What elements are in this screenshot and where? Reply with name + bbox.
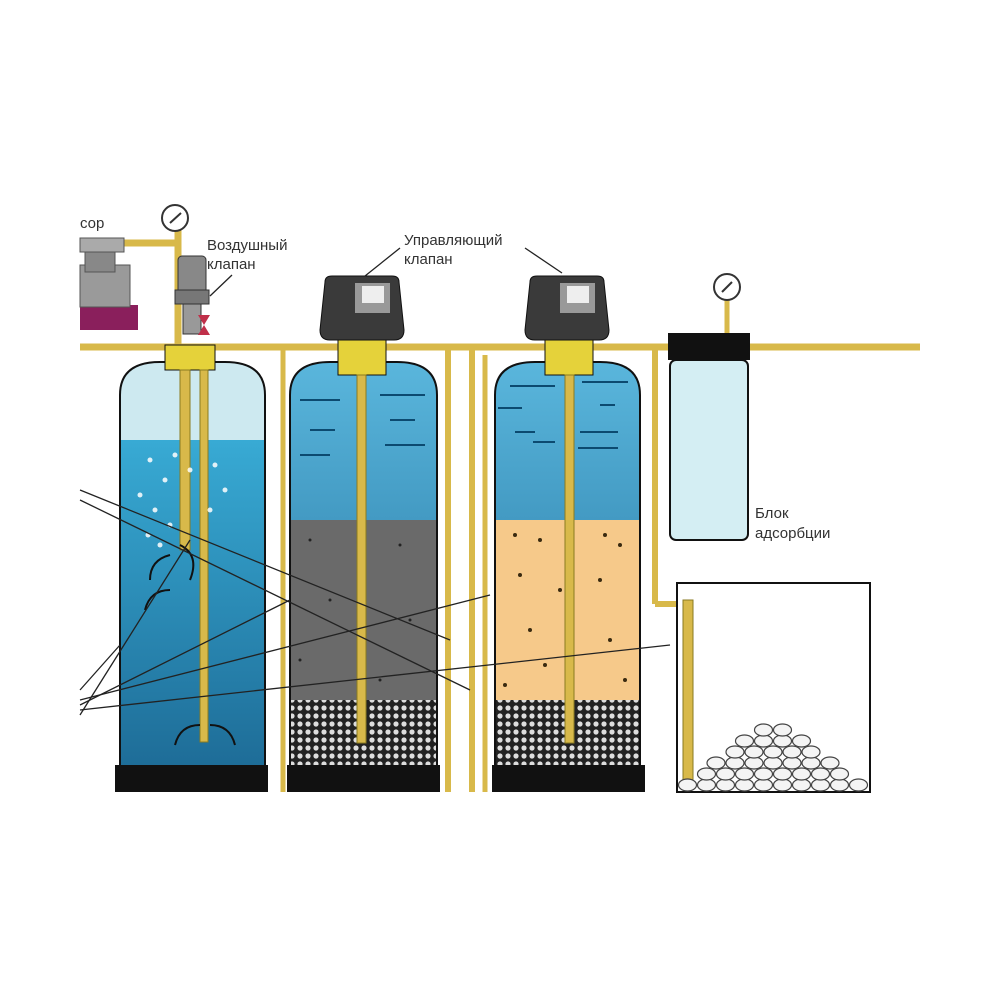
salt-pellet: [848, 778, 869, 792]
salt-pellet: [772, 778, 793, 792]
salt-pellet: [763, 745, 783, 759]
air-valve-label-line2: клапан: [207, 256, 256, 273]
salt-pellet: [829, 778, 850, 792]
salt-pellet: [810, 767, 831, 781]
brine-tank: [676, 582, 871, 793]
air-valve: [174, 255, 210, 335]
compressor-label: сор: [80, 215, 105, 232]
salt-pellet: [753, 778, 774, 792]
salt-pellet: [753, 767, 774, 781]
salt-pellet: [791, 778, 812, 792]
control-valve-head: [319, 275, 405, 341]
salt-pellet: [753, 723, 774, 737]
salt-pellet: [744, 756, 764, 770]
control-valve-label-line1: Управляющий: [404, 232, 503, 249]
salt-pellet: [696, 767, 717, 781]
adsorption-label-line1: Блок: [755, 505, 789, 522]
salt-pellet: [791, 767, 812, 781]
salt-pellet: [782, 756, 802, 770]
salt-pellet: [782, 745, 802, 759]
control-valve-head: [524, 275, 610, 341]
aeration-tank: [115, 344, 268, 792]
salt-pellet: [801, 756, 821, 770]
salt-pellet: [734, 767, 755, 781]
salt-pellet: [810, 778, 831, 792]
salt-pellet: [763, 756, 783, 770]
salt-pellet: [791, 734, 812, 748]
salt-pellet: [820, 756, 840, 770]
salt-pellet: [725, 756, 745, 770]
salt-pellet: [715, 767, 736, 781]
adsorption-block: [668, 273, 750, 541]
carbon-filter-tank: [287, 337, 440, 792]
adsorption-label-line2: адсорбции: [755, 525, 831, 542]
air-valve-label-line1: Воздушный: [207, 237, 288, 254]
pressure-gauge-icon: [161, 204, 189, 232]
salt-pellet: [744, 745, 764, 759]
salt-pellet: [706, 756, 726, 770]
salt-pellet: [772, 767, 793, 781]
salt-pellet: [696, 778, 717, 792]
salt-pellet: [734, 734, 755, 748]
salt-pellet: [829, 767, 850, 781]
salt-pellet: [715, 778, 736, 792]
salt-pellet: [772, 734, 793, 748]
salt-pellet: [734, 778, 755, 792]
sand-filter-tank: [492, 337, 645, 792]
pipework: [80, 230, 920, 792]
callout-lines: [79, 247, 671, 716]
salt-pellet: [772, 723, 793, 737]
control-valve-label-line2: клапан: [404, 251, 453, 268]
salt-pellet: [677, 778, 698, 792]
salt-pellet: [801, 745, 821, 759]
salt-pellet: [725, 745, 745, 759]
salt-pellet: [753, 734, 774, 748]
compressor: [79, 237, 138, 330]
